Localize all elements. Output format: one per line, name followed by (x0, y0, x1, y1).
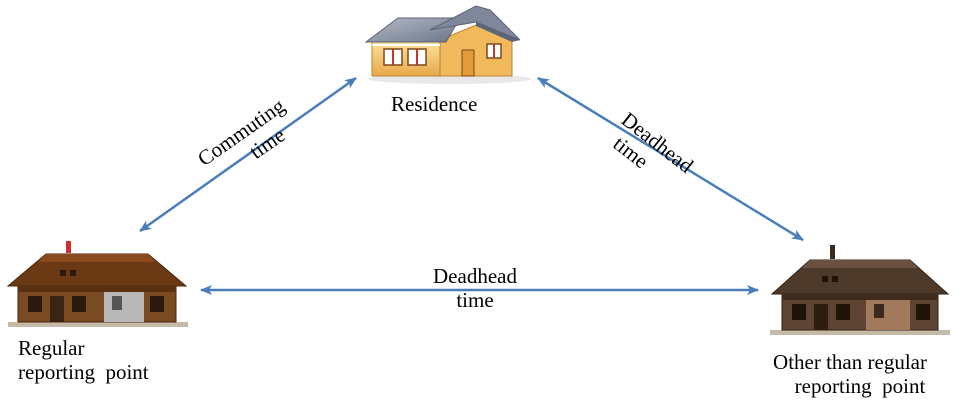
deadhead-bottom-time-label: Deadhead time (405, 264, 545, 312)
residence-house-icon (364, 5, 532, 84)
deadhead-bottom-time-label-line2: time (456, 288, 494, 312)
station-building-icon (6, 241, 188, 327)
other-point-label: Other than regular reporting point (735, 350, 965, 398)
deadhead-bottom-time-label-line1: Deadhead (433, 264, 517, 288)
regular-point-label-line1: Regular (18, 336, 85, 360)
station-building-icon (770, 245, 950, 335)
other-point-label-line2: reporting point (794, 374, 926, 398)
other-point-label-line1: Other than regular (773, 350, 927, 374)
commuting-arrow (139, 76, 357, 233)
regular-point-label-line2: reporting point (18, 360, 149, 384)
residence-label: Residence (391, 92, 478, 116)
regular-point-label: Regular reporting point (18, 336, 149, 384)
deadhead-right-arrow (537, 76, 804, 242)
